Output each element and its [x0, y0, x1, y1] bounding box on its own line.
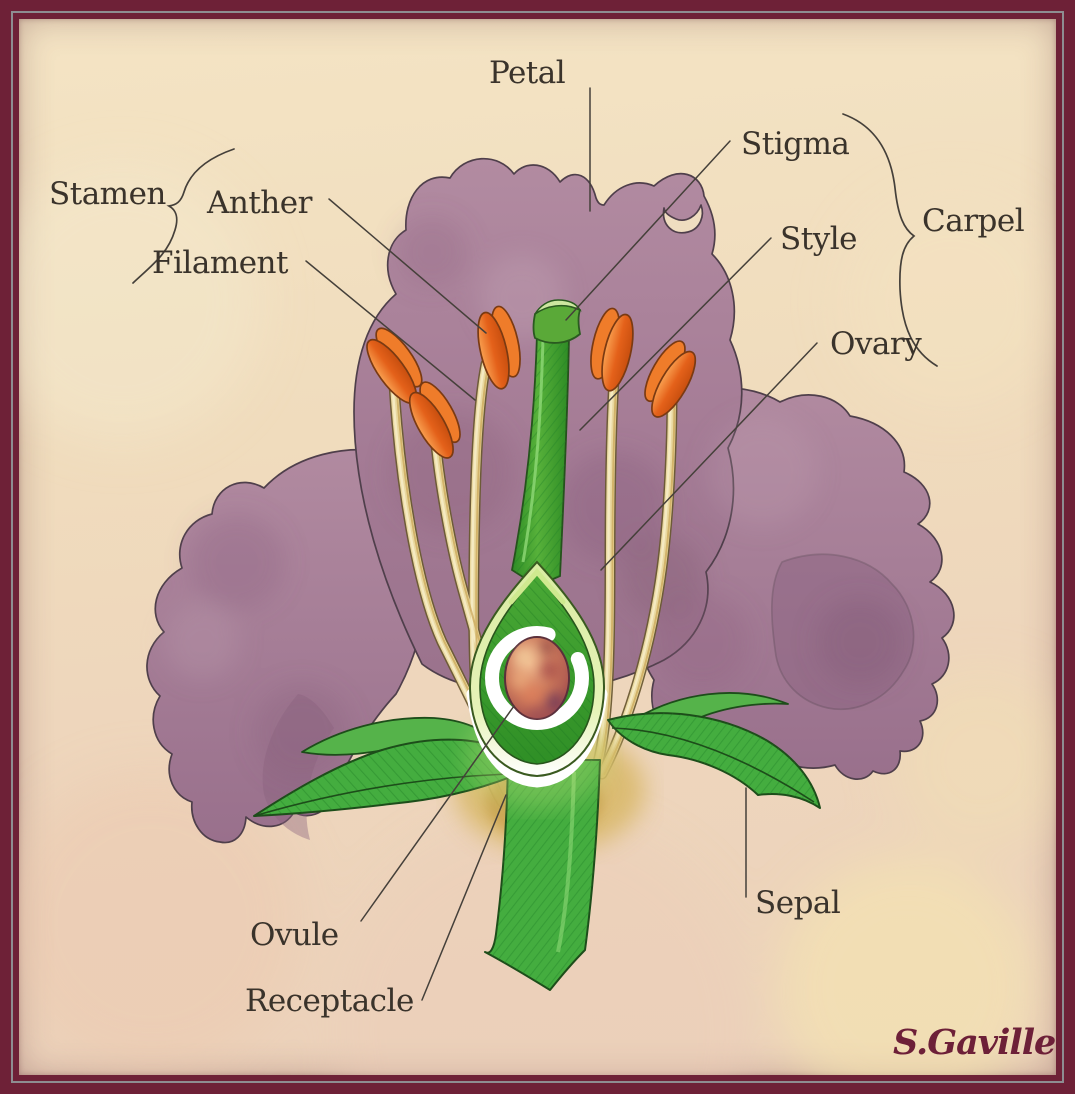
leader-anther	[328, 198, 487, 334]
anthers	[366, 305, 697, 459]
label-stigma: Stigma	[741, 126, 850, 162]
ovary-shoulder-highlight	[508, 568, 566, 605]
ovary-chamber-wall	[485, 626, 589, 730]
anther-1	[366, 327, 423, 404]
style-highlight	[521, 337, 545, 563]
leader-filament	[305, 260, 476, 401]
label-anther: Anther	[207, 185, 312, 221]
anther-4	[590, 307, 634, 392]
stamen-brace	[132, 148, 235, 284]
label-carpel: Carpel	[922, 203, 1025, 239]
leader-receptacle	[421, 794, 507, 1001]
sepal-left-midrib	[253, 773, 508, 817]
artwork-canvas: Petal Stigma Style Ovary Carpel Stamen A…	[19, 19, 1056, 1075]
anther-3	[477, 305, 521, 390]
flower-illustration	[19, 87, 1056, 1075]
label-filament: Filament	[152, 245, 288, 281]
ovary-group	[465, 560, 609, 809]
leader-style	[579, 237, 772, 431]
leader-ovule	[360, 705, 515, 922]
plate-frame-inner-line: Petal Stigma Style Ovary Carpel Stamen A…	[11, 11, 1064, 1083]
leader-stigma	[565, 140, 731, 321]
ovule-mottling	[513, 640, 562, 719]
pistil-style	[511, 299, 582, 588]
leader-lines	[132, 87, 938, 1001]
label-style: Style	[780, 221, 857, 257]
label-sepal: Sepal	[755, 885, 841, 921]
leader-ovary	[600, 342, 818, 571]
petal-curl-notch	[662, 204, 704, 234]
label-petal: Petal	[489, 55, 566, 91]
sepal-right-midrib	[611, 727, 815, 803]
anther-5	[644, 340, 697, 418]
label-ovary: Ovary	[830, 326, 922, 362]
label-receptacle: Receptacle	[245, 983, 414, 1019]
plate-frame-mat: Petal Stigma Style Ovary Carpel Stamen A…	[15, 15, 1060, 1079]
stigma-rim	[534, 299, 582, 315]
label-ovule: Ovule	[250, 917, 339, 953]
anther-2	[408, 381, 461, 459]
artist-signature: S.Gaviller	[893, 1022, 1056, 1063]
carpel-brace	[842, 113, 938, 367]
label-stamen: Stamen	[49, 176, 166, 212]
